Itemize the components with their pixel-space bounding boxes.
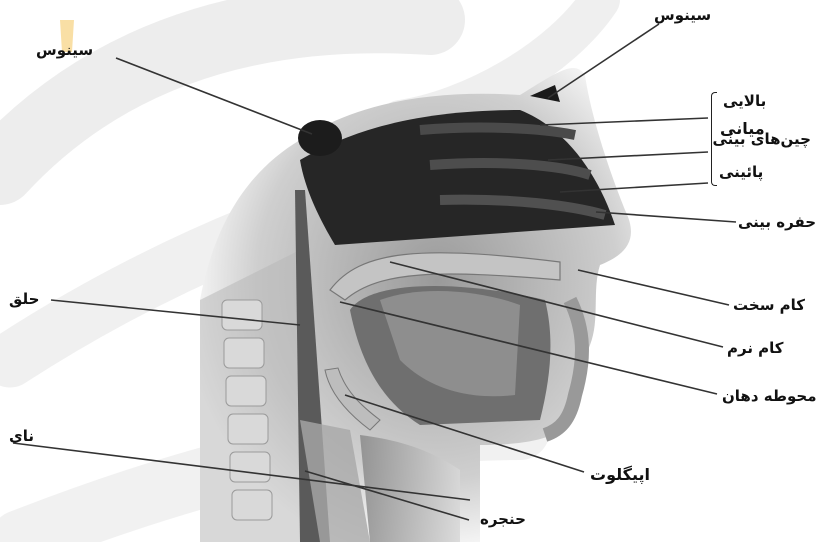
label-hard-palate: کام سخت — [733, 296, 805, 314]
label-larynx: حنجره — [480, 510, 526, 528]
label-trachea: نای — [9, 427, 34, 445]
label-nasal-cavity: حفره بینی — [738, 213, 816, 231]
label-turbinate-lower: پائینی — [719, 163, 763, 181]
label-oral-cavity: محوطه دهان — [722, 387, 816, 405]
head-section — [200, 68, 631, 542]
label-sinus-top: سینوس — [654, 6, 711, 24]
label-sinus-left: سینوس — [36, 41, 93, 59]
label-turbinates: چین‌های بینی — [713, 130, 812, 148]
label-soft-palate: کام نرم — [727, 339, 784, 357]
label-pharynx: حلق — [9, 290, 39, 308]
label-turbinate-upper: بالایی — [723, 92, 766, 110]
label-epiglottis: اپیگلوت — [590, 466, 650, 484]
